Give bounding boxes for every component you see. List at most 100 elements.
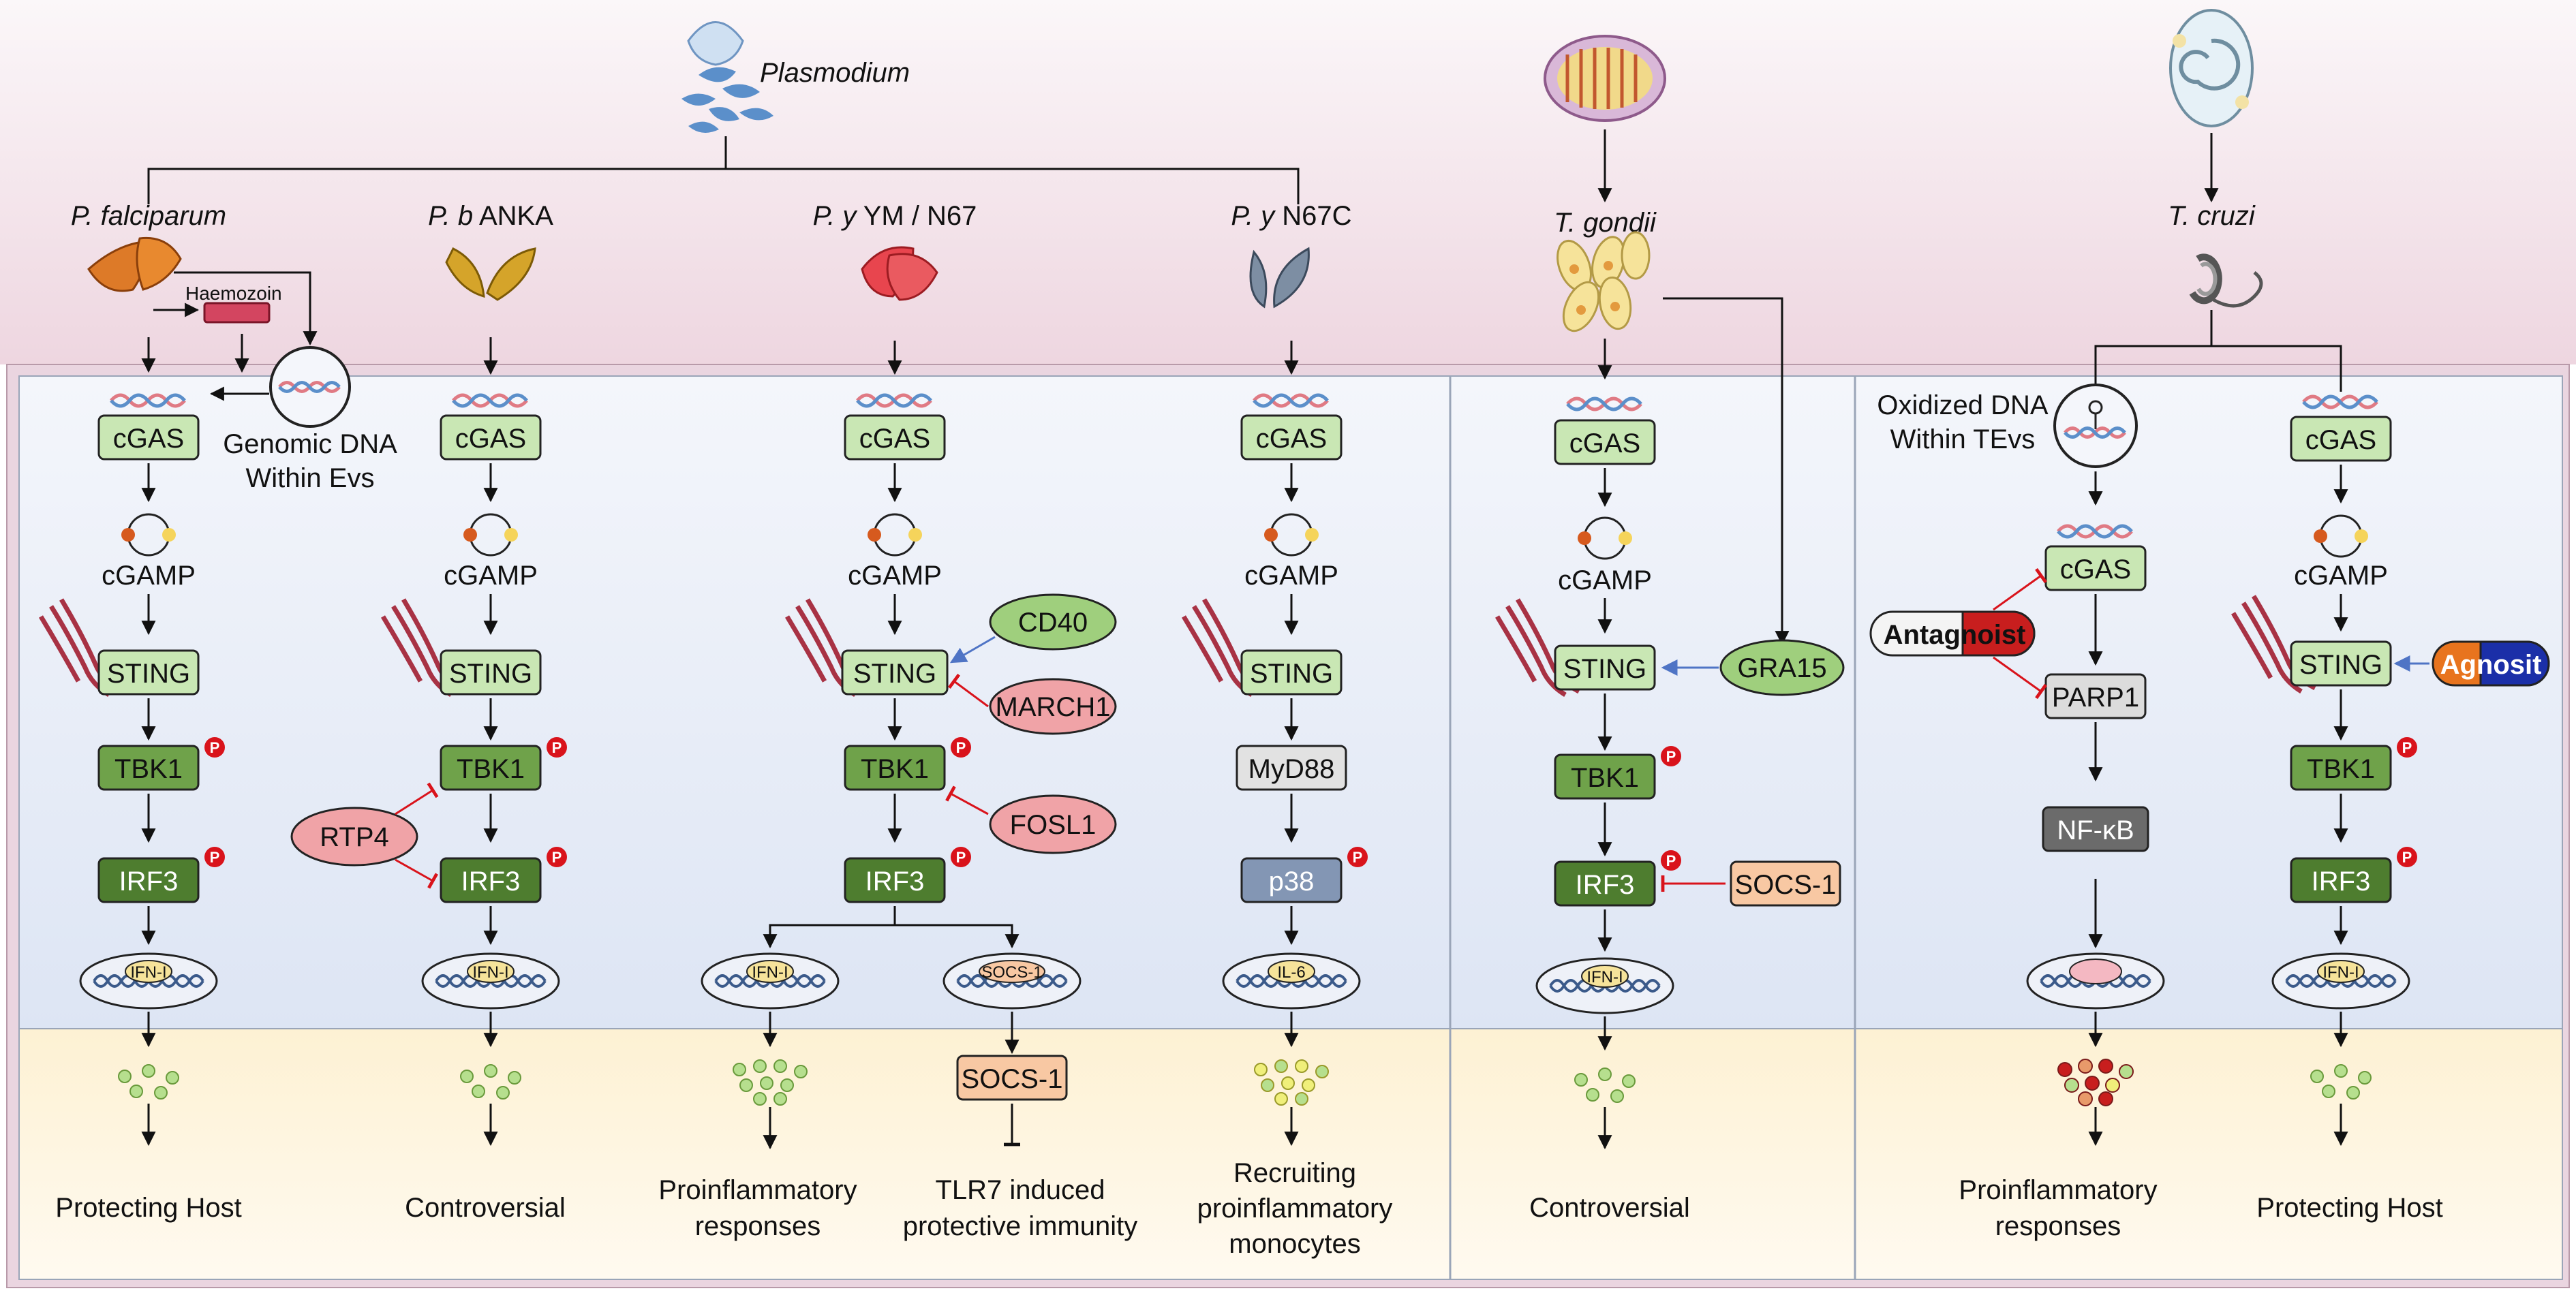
svg-text:P: P [210,739,220,756]
svg-text:P: P [210,849,220,866]
top-band [0,0,2576,364]
svg-text:cGAMP: cGAMP [444,561,538,591]
svg-text:cGAMP: cGAMP [2294,561,2388,591]
svg-text:STING: STING [2299,650,2382,680]
svg-text:cGAMP: cGAMP [1558,565,1652,595]
parp1-label: PARP1 [2052,683,2139,713]
haemozoin-crystal [203,302,271,324]
svg-text:IRF3: IRF3 [865,867,925,897]
svg-text:TBK1: TBK1 [457,754,525,784]
haemozoin-label: Haemozoin [185,283,282,304]
svg-text:IRF3: IRF3 [461,867,521,897]
svg-text:IFN-I: IFN-I [472,963,508,982]
outcome-col6-line1: Proinflammatory [1959,1175,2157,1205]
extracellular-vesicle-icon [269,346,351,428]
within-tevs-label: Within TEvs [1890,424,2036,454]
t-cruzi-title: T. cruzi [2168,201,2256,231]
nfkb-label: NF-κB [2057,815,2134,845]
svg-text:P: P [956,739,966,756]
plasmodium-icon [681,21,773,133]
socs1-product-node [956,1055,1068,1101]
tbk1-node: TBK1 TBK1 TBK1 TBK1 TBK1 [97,745,2392,800]
outcome-col3a-line2: responses [695,1211,821,1241]
fosl1-label: FOSL1 [1010,810,1097,840]
svg-text:cGAS: cGAS [113,424,184,454]
march1-node [989,678,1117,735]
svg-text:STING: STING [107,659,190,689]
outcome-col3b-line1: TLR7 induced [935,1175,1105,1205]
oxidized-dna-label: Oxidized DNA [1877,390,2049,420]
outcome-col4-line3: monocytes [1229,1229,1360,1259]
svg-text:IRF3: IRF3 [2312,867,2371,897]
nucleus-gene-icon: IFN-I IFN-I IFN-I SOCS-1 IL-6 IFN-I IFN-… [79,952,2410,1014]
svg-text:TBK1: TBK1 [2307,754,2375,784]
svg-text:IFN-I: IFN-I [2322,963,2359,982]
socs1-product-label: SOCS-1 [962,1064,1063,1094]
rtp4-label: RTP4 [320,822,389,852]
svg-text:STING: STING [853,659,936,689]
outcome-col1: Protecting Host [55,1193,241,1223]
oxidized-dna-vesicle-icon [2053,384,2138,468]
rtp4-node [290,807,418,867]
p38-node [1240,857,1343,903]
svg-text:cGAS: cGAS [1256,424,1327,454]
cd40-label: CD40 [1018,608,1088,638]
plasmodium-label: Plasmodium [760,58,910,88]
svg-text:P: P [1666,748,1676,765]
trypomastigote-icon [2189,253,2263,308]
myd88-label: MyD88 [1248,754,1335,784]
outcome-col2: Controversial [405,1193,566,1223]
p-yoelii-ym-icon [861,246,938,301]
col2-title: P. b ANKA [428,201,553,231]
svg-text:P: P [552,739,562,756]
socs1-inhibitor-label: SOCS-1 [1735,870,1837,900]
svg-text:SOCS-1: SOCS-1 [981,963,1042,982]
p-yoelii-n67c-icon [1249,247,1310,309]
svg-text:Antagnoist: Antagnoist [1884,620,2026,650]
col1-title: P. falciparum [71,201,226,231]
svg-text:TBK1: TBK1 [861,754,929,784]
socs1-inhibitor-node [1730,860,1841,907]
svg-text:P: P [1353,849,1363,866]
cytokine-dots [118,1059,2372,1106]
svg-text:TBK1: TBK1 [114,754,183,784]
svg-text:STING: STING [449,659,532,689]
col3-title: P. y YM / N67 [813,201,977,231]
svg-text:P: P [956,849,966,866]
myd88-node [1236,745,1347,791]
svg-text:Agnosit: Agnosit [2440,650,2542,680]
svg-text:STING: STING [1563,654,1646,684]
cgamp-label: cGAMP cGAMP cGAMP cGAMP cGAMP cGAMP [102,561,2388,595]
svg-text:P: P [2402,739,2412,756]
svg-text:cGAS: cGAS [859,424,930,454]
gra15-node [1719,639,1845,696]
dna-icon [110,393,2378,539]
outcome-col5: Controversial [1529,1193,1690,1223]
nfkb-node [2042,806,2149,852]
svg-text:IL-6: IL-6 [1277,963,1305,982]
svg-text:P: P [2402,849,2412,866]
toxoplasma-icon [1544,35,1666,122]
cgas-node: cGAS cGAS cGAS cGAS cGAS cGAS cGAS [97,414,2392,591]
agonist-pill: Agnosit [2432,640,2550,687]
svg-text:cGAMP: cGAMP [848,561,942,591]
inflammatory-dots [2057,1059,2134,1106]
svg-text:cGAS: cGAS [455,424,526,454]
outcome-col3a-line1: Proinflammatory [658,1175,857,1205]
fosl1-node [989,794,1117,854]
gra15-label: GRA15 [1737,653,1826,683]
cd40-node [989,593,1117,651]
outcome-col6-line2: responses [1995,1211,2121,1241]
svg-text:P: P [552,849,562,866]
within-evs-label: Within Evs [246,463,375,493]
svg-text:IFN-I: IFN-I [130,963,166,982]
svg-text:cGAS: cGAS [2060,555,2131,585]
svg-text:IFN-I: IFN-I [752,963,788,982]
outcome-col4-line2: proinflammatory [1197,1194,1393,1224]
p38-label: p38 [1269,867,1315,897]
svg-text:cGAS: cGAS [1569,429,1640,458]
p-falciparum-icon [87,236,182,292]
svg-text:cGAS: cGAS [2305,425,2376,455]
outcome-panel [18,1028,2563,1280]
